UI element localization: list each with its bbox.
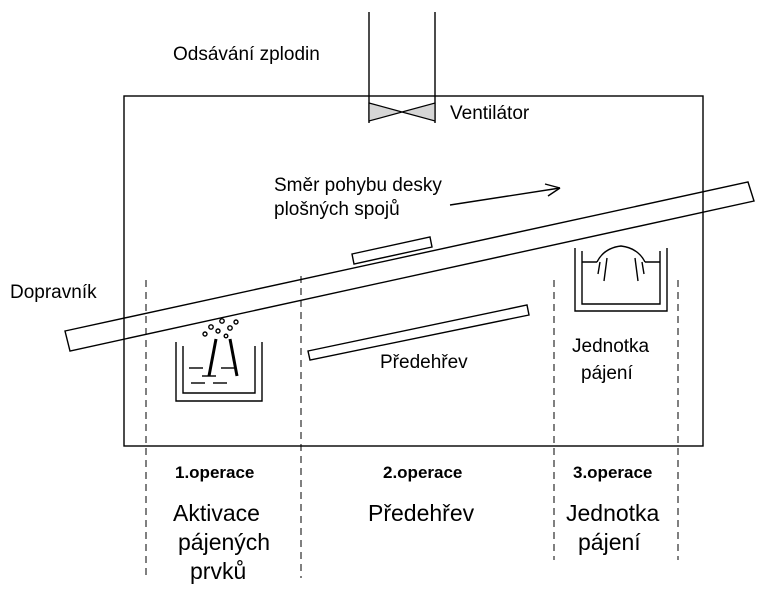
- operation-3-number: 3.operace: [573, 463, 652, 482]
- solder-inner-label-line1: Jednotka: [572, 336, 650, 357]
- operation-3-name-line1: Jednotka: [566, 500, 660, 526]
- operation-3-name-line2: pájení: [578, 529, 641, 555]
- preheater-plate: [307, 304, 530, 361]
- solder-tank: [574, 245, 668, 312]
- solder-inner-label-line2: pájení: [581, 363, 633, 384]
- direction-label-line2: plošných spojů: [274, 199, 400, 220]
- operation-1-name-line2: pájených: [178, 529, 270, 555]
- operation-2-number: 2.operace: [383, 463, 462, 482]
- direction-label-line1: Směr pohybu desky: [274, 175, 442, 196]
- machine-enclosure: [123, 95, 704, 447]
- operation-1-name-line3: prvků: [190, 558, 246, 584]
- exhaust-label: Odsávání zplodin: [173, 44, 320, 65]
- direction-arrow-head: [544, 183, 561, 197]
- pcb-board: [351, 236, 433, 265]
- direction-arrow-shaft: [449, 187, 561, 206]
- preheat-inner-label: Předehřev: [380, 352, 468, 373]
- operation-1-number: 1.operace: [175, 463, 254, 482]
- flux-tank: [175, 318, 263, 402]
- fan-label: Ventilátor: [450, 103, 530, 124]
- fan-icon: [368, 102, 436, 122]
- operation-1-name-line1: Aktivace: [173, 500, 260, 526]
- conveyor-label: Dopravník: [10, 282, 97, 303]
- operation-2-name-line1: Předehřev: [368, 500, 475, 526]
- conveyor: [64, 181, 755, 352]
